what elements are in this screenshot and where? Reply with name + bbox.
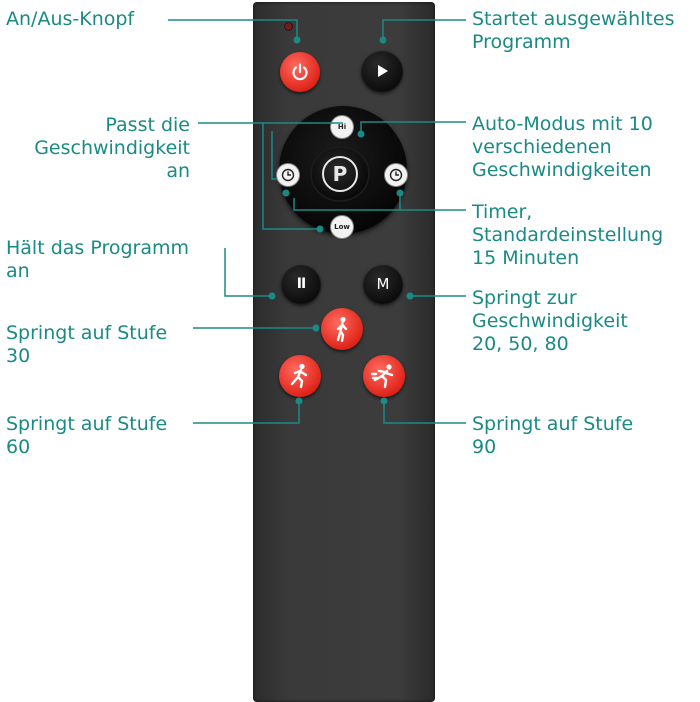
level90-leader bbox=[383, 403, 466, 424]
mode-button[interactable]: M bbox=[363, 264, 403, 304]
start-leader bbox=[382, 19, 466, 37]
timer-icon bbox=[389, 168, 403, 182]
pause-button[interactable]: II bbox=[281, 264, 321, 304]
level30-dot bbox=[312, 324, 320, 332]
label-level30: Springt auf Stufe 30 bbox=[6, 322, 168, 367]
label-mode: Springt zur Geschwindigkeit 20, 50, 80 bbox=[472, 287, 628, 355]
timer-leader bbox=[399, 195, 466, 211]
auto-mode-button[interactable]: P bbox=[312, 148, 368, 200]
low-dot bbox=[316, 225, 324, 233]
label-timer: Timer, Standardeinstellung 15 Minuten bbox=[472, 201, 664, 269]
level-90-button[interactable] bbox=[363, 355, 405, 397]
walker-icon bbox=[336, 316, 348, 342]
timer-button-left[interactable] bbox=[277, 164, 299, 186]
mode-label: M bbox=[376, 275, 390, 293]
play-icon bbox=[378, 65, 388, 77]
timer-leader-left bbox=[293, 198, 400, 211]
label-auto: Auto-Modus mit 10 verschiedenen Geschwin… bbox=[472, 113, 653, 181]
label-start: Startet ausgewähltes Programm bbox=[472, 8, 675, 53]
timer-button-right[interactable] bbox=[385, 164, 407, 186]
hi-label: Hi bbox=[337, 123, 347, 131]
sprinter-icon bbox=[370, 364, 394, 389]
level-30-button[interactable] bbox=[321, 308, 363, 350]
pause-dot bbox=[268, 292, 276, 300]
speed-down-button[interactable]: Low bbox=[331, 216, 353, 238]
speed-leader bbox=[198, 122, 343, 230]
speed-leader-inner bbox=[271, 131, 277, 180]
low-label: Low bbox=[334, 223, 350, 231]
timer-right-dot bbox=[396, 189, 404, 197]
mode-dot bbox=[406, 292, 414, 300]
speed-up-button[interactable]: Hi bbox=[331, 116, 353, 138]
power-button[interactable] bbox=[280, 52, 320, 92]
power-dot bbox=[293, 36, 301, 44]
level90-dot bbox=[380, 397, 388, 405]
label-pause: Hält das Programm an bbox=[6, 237, 190, 282]
runner-icon bbox=[290, 363, 308, 389]
auto-leader bbox=[360, 121, 466, 134]
auto-mode-ring: P bbox=[322, 156, 358, 192]
label-level60: Springt auf Stufe 60 bbox=[6, 413, 168, 458]
start-dot bbox=[379, 36, 387, 44]
auto-mode-label: P bbox=[332, 162, 348, 186]
label-power: An/Aus-Knopf bbox=[6, 8, 135, 30]
auto-dot bbox=[357, 130, 365, 138]
start-button[interactable] bbox=[361, 50, 403, 92]
status-led bbox=[284, 22, 293, 31]
power-leader bbox=[168, 19, 298, 37]
timer-left-dot bbox=[282, 189, 290, 197]
timer-icon bbox=[281, 168, 295, 182]
level60-dot bbox=[295, 397, 303, 405]
label-level90: Springt auf Stufe 90 bbox=[472, 413, 634, 458]
pause-leader bbox=[224, 248, 272, 297]
label-speed: Passt die Geschwindigkeit an bbox=[34, 114, 190, 182]
level60-leader bbox=[193, 403, 300, 424]
level-60-button[interactable] bbox=[279, 355, 321, 397]
power-icon bbox=[292, 63, 308, 81]
pause-label: II bbox=[296, 276, 306, 292]
